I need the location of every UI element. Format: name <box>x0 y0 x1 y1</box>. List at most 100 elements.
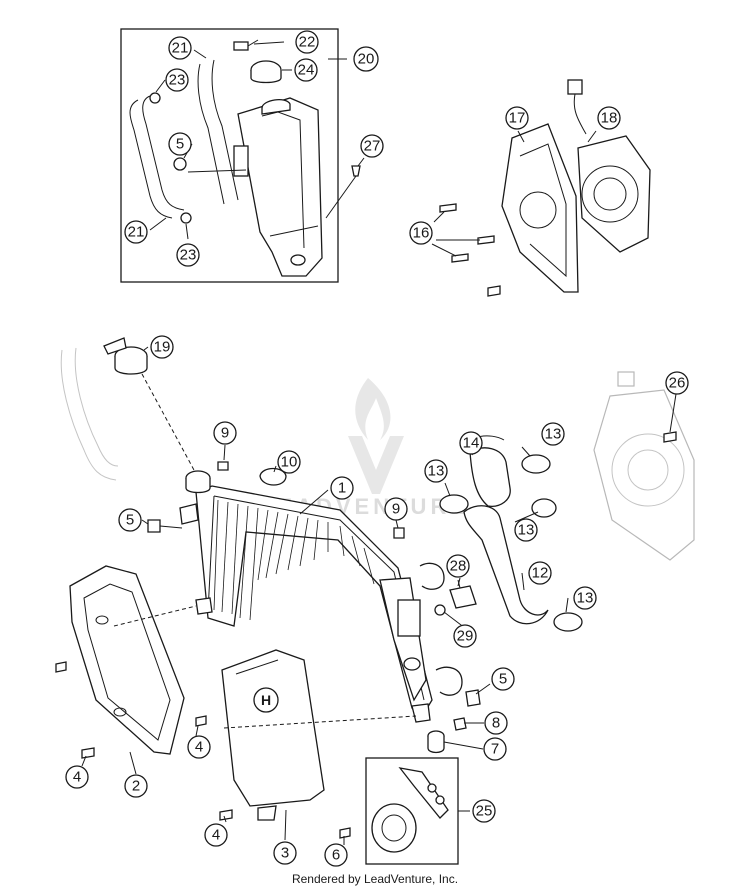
callout-5: 5 <box>491 667 515 691</box>
screws-16 <box>439 203 501 297</box>
radiator-shroud-left <box>69 565 185 755</box>
svg-text:13: 13 <box>428 463 445 480</box>
fan-motor <box>567 79 651 253</box>
leader-lines <box>81 41 677 845</box>
svg-text:23: 23 <box>180 247 197 264</box>
svg-text:23: 23 <box>169 72 186 89</box>
radiator-filler-neck <box>185 470 211 494</box>
callout-13: 13 <box>541 422 565 446</box>
callout-12: 12 <box>528 561 552 585</box>
callout-24: 24 <box>294 58 318 82</box>
screw-4-a <box>55 661 67 673</box>
callout-14: 14 <box>459 431 483 455</box>
callout-9: 9 <box>213 421 237 445</box>
expansion-tank-cap <box>250 60 282 84</box>
callout-1: 1 <box>330 476 354 500</box>
screw-9-lower <box>393 527 405 539</box>
callout-23: 23 <box>176 243 200 267</box>
svg-text:28: 28 <box>450 558 467 575</box>
svg-text:27: 27 <box>364 138 381 155</box>
svg-text:20: 20 <box>358 51 375 68</box>
svg-text:5: 5 <box>126 512 134 529</box>
callout-20: 20 <box>353 46 379 72</box>
svg-text:6: 6 <box>332 847 340 864</box>
svg-text:17: 17 <box>509 110 526 127</box>
screw-9-upper <box>217 461 229 471</box>
svg-text:9: 9 <box>392 501 400 518</box>
horn <box>371 767 449 853</box>
screw-8 <box>453 717 467 731</box>
o-ring <box>434 604 446 616</box>
svg-text:14: 14 <box>463 435 480 452</box>
svg-text:22: 22 <box>299 34 316 51</box>
svg-text:26: 26 <box>669 375 686 392</box>
svg-text:H: H <box>261 692 271 708</box>
hose-ghost <box>60 347 119 481</box>
radiator-hose-lower <box>463 505 549 625</box>
callout-10: 10 <box>277 450 301 474</box>
callout-19: 19 <box>150 335 174 359</box>
screw-4-d <box>219 809 233 821</box>
callout-28: 28 <box>446 554 470 578</box>
callout-13: 13 <box>514 518 538 542</box>
callout-8: 8 <box>484 711 508 735</box>
callout-27: 27 <box>360 134 384 158</box>
screw-27 <box>351 165 361 177</box>
svg-text:21: 21 <box>172 40 189 57</box>
callout-17: 17 <box>505 106 529 130</box>
svg-text:5: 5 <box>499 671 507 688</box>
svg-text:3: 3 <box>281 845 289 862</box>
callout-9: 9 <box>384 497 408 521</box>
svg-text:1: 1 <box>338 480 346 497</box>
callout-2: 2 <box>124 774 148 798</box>
screw-26 <box>663 431 677 443</box>
svg-text:7: 7 <box>491 741 499 758</box>
callout-4: 4 <box>187 735 211 759</box>
hose-fitting <box>233 39 259 51</box>
spacer-7 <box>427 730 445 754</box>
overflow-hose-left <box>129 95 185 219</box>
radiator <box>179 485 463 723</box>
hose-clamp-small <box>149 92 192 224</box>
rubber-bushing <box>259 467 287 486</box>
callout-13: 13 <box>573 586 597 610</box>
callout-5: 5 <box>168 132 192 156</box>
watermark: LEADVENTURE <box>260 378 465 519</box>
screw-4-b <box>81 747 95 759</box>
overflow-hose-right <box>197 59 239 205</box>
svg-text:4: 4 <box>73 769 81 786</box>
svg-text:19: 19 <box>154 339 171 356</box>
screw-4-c <box>195 715 207 727</box>
radiator-fins <box>213 499 375 621</box>
temperature-sensor <box>449 577 477 609</box>
callout-18: 18 <box>597 106 621 130</box>
callout-7: 7 <box>483 737 507 761</box>
callout-22: 22 <box>295 30 319 54</box>
callout-4: 4 <box>65 765 89 789</box>
callout-25: 25 <box>472 799 496 823</box>
callout-26: 26 <box>665 371 689 395</box>
fan-assembly-ghost <box>593 371 695 561</box>
svg-text:5: 5 <box>176 136 184 153</box>
callout-16: 16 <box>409 221 433 245</box>
svg-text:16: 16 <box>413 225 430 242</box>
fan-shroud <box>501 123 579 293</box>
radiator-cover: H <box>221 649 325 821</box>
callout-5: 5 <box>118 508 142 532</box>
svg-text:4: 4 <box>212 827 220 844</box>
callout-13: 13 <box>424 459 448 483</box>
svg-text:13: 13 <box>577 590 594 607</box>
svg-text:24: 24 <box>298 62 315 79</box>
svg-text:13: 13 <box>518 522 535 539</box>
svg-text:13: 13 <box>545 426 562 443</box>
nut-6 <box>339 827 351 839</box>
callout-6: 6 <box>324 843 348 867</box>
svg-text:29: 29 <box>457 628 474 645</box>
svg-text:10: 10 <box>281 454 298 471</box>
grommet-left <box>147 519 161 533</box>
svg-text:12: 12 <box>532 565 549 582</box>
hose-clamps <box>439 454 583 632</box>
svg-text:21: 21 <box>128 224 145 241</box>
footer-credit: Rendered by LeadVenture, Inc. <box>291 872 459 886</box>
